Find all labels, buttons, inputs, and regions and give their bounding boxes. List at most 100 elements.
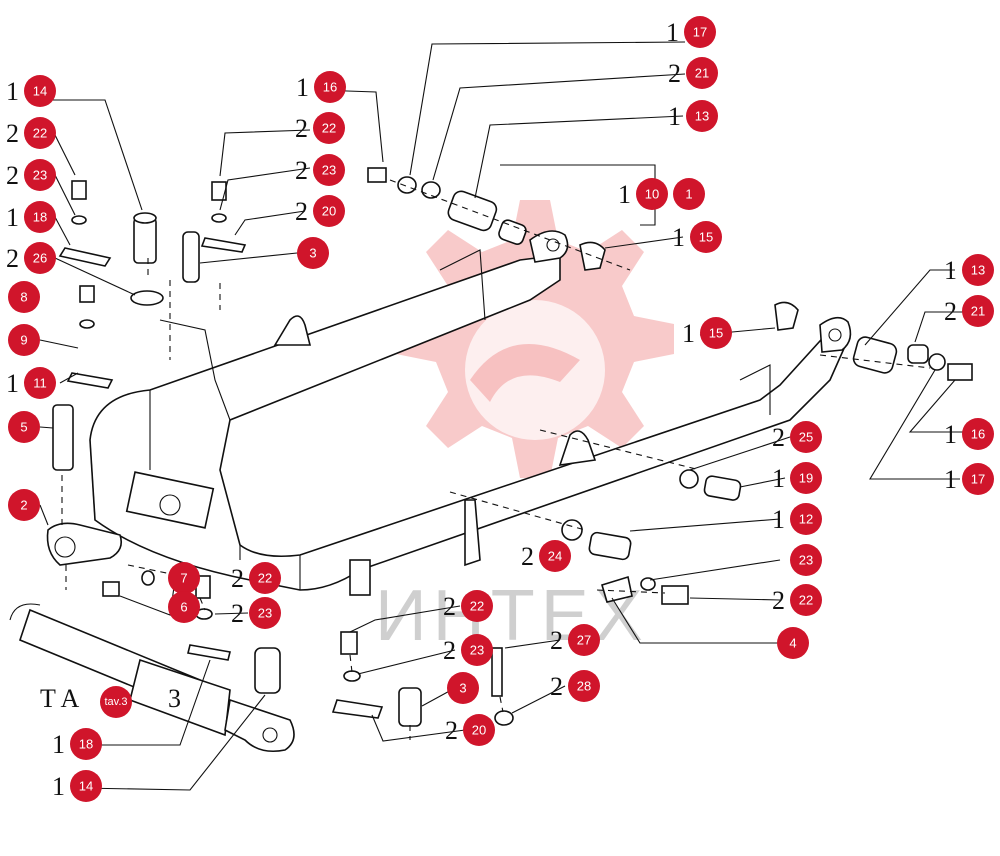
callout-number-c28: 28 — [577, 679, 591, 694]
callout-circle-c20a — [313, 195, 345, 227]
callout-prefix-c13b: 1 — [944, 256, 957, 285]
callout-badge-c15a[interactable]: 15 — [690, 221, 722, 253]
callout-circle-c13b — [962, 254, 994, 286]
callout-number-c4: 4 — [789, 636, 796, 651]
callout-number-c3b: 3 — [459, 681, 466, 696]
callout-badge-c7[interactable]: 7 — [168, 562, 200, 594]
callout-number-c23e: 23 — [470, 643, 484, 658]
callout-badge-c14a[interactable]: 14 — [24, 75, 56, 107]
callout-badge-c23a[interactable]: 23 — [313, 154, 345, 186]
callout-badge-c16b[interactable]: 16 — [962, 418, 994, 450]
callout-badge-c17a[interactable]: 17 — [684, 16, 716, 48]
callout-prefix-c21a: 2 — [668, 59, 681, 88]
callout-badge-c13a[interactable]: 13 — [686, 100, 718, 132]
callout-badge-c14b[interactable]: 14 — [70, 770, 102, 802]
callout-prefix-c22c: 2 — [772, 586, 785, 615]
callout-badge-c16a[interactable]: 16 — [314, 71, 346, 103]
loose-parts — [46, 167, 973, 727]
callout-badge-c12[interactable]: 12 — [790, 503, 822, 535]
callout-badge-c21b[interactable]: 21 — [962, 295, 994, 327]
callout-badge-c15b[interactable]: 15 — [700, 317, 732, 349]
callout-badge-c9[interactable]: 9 — [8, 324, 40, 356]
callout-number-c23d: 23 — [258, 606, 272, 621]
callout-number-c11: 11 — [33, 376, 47, 391]
callout-badge-c22b[interactable]: 22 — [24, 117, 56, 149]
callout-badge-c22e[interactable]: 22 — [461, 590, 493, 622]
table-caption-text: T A — [40, 684, 79, 713]
table-caption-suffix: 3 — [168, 684, 181, 713]
callout-badge-c13b[interactable]: 13 — [962, 254, 994, 286]
callout-badge-c21a[interactable]: 21 — [686, 57, 718, 89]
callout-badge-c26[interactable]: 26 — [24, 242, 56, 274]
callout-number-c18a: 18 — [33, 210, 47, 225]
callout-number-c8: 8 — [20, 290, 27, 305]
callout-number-c23a: 23 — [322, 163, 336, 178]
callout-prefix-c24: 2 — [521, 542, 534, 571]
callout-number-c13b: 13 — [971, 263, 985, 278]
callout-prefix-c25: 2 — [772, 423, 785, 452]
callout-badge-c23d[interactable]: 23 — [249, 597, 281, 629]
drawbar-frame — [89, 230, 852, 596]
callout-badge-c23c[interactable]: 23 — [790, 544, 822, 576]
callout-circle-c2 — [8, 489, 40, 521]
callout-circle-c11 — [24, 367, 56, 399]
callout-number-c23c: 23 — [799, 553, 813, 568]
callout-badge-c25[interactable]: 25 — [790, 421, 822, 453]
callout-badge-c3b[interactable]: 3 — [447, 672, 479, 704]
callout-number-c22d: 22 — [258, 571, 272, 586]
callout-circle-c22d — [249, 562, 281, 594]
callout-number-c16a: 16 — [323, 80, 337, 95]
callout-badge-c17b[interactable]: 17 — [962, 463, 994, 495]
callout-badge-c28[interactable]: 28 — [568, 670, 600, 702]
callout-circle-c14a — [24, 75, 56, 107]
callout-badge-c2[interactable]: 2 — [8, 489, 40, 521]
callout-badge-c18a[interactable]: 18 — [24, 201, 56, 233]
callout-number-c17a: 17 — [693, 25, 707, 40]
callout-circle-c21b — [962, 295, 994, 327]
callout-badge-c8[interactable]: 8 — [8, 281, 40, 313]
hydraulic-cylinder — [9, 603, 295, 753]
callout-badge-c11[interactable]: 11 — [24, 367, 56, 399]
callout-badge-c24[interactable]: 24 — [539, 540, 571, 572]
callout-prefix-c17a: 1 — [666, 18, 679, 47]
callout-badge-c3a[interactable]: 3 — [297, 237, 329, 269]
callout-circle-c4 — [777, 627, 809, 659]
callout-badge-c4[interactable]: 4 — [777, 627, 809, 659]
callout-badge-c5[interactable]: 5 — [8, 411, 40, 443]
callout-badge-c22d[interactable]: 22 — [249, 562, 281, 594]
callout-circle-c23c — [790, 544, 822, 576]
callout-circle-c21a — [686, 57, 718, 89]
callout-circle-c16b — [962, 418, 994, 450]
callout-circle-c25 — [790, 421, 822, 453]
callout-circle-c22a — [313, 112, 345, 144]
callout-circle-c13a — [686, 100, 718, 132]
callout-badge-c22a[interactable]: 22 — [313, 112, 345, 144]
callout-prefix-c18b: 1 — [52, 730, 65, 759]
callout-circle-c12 — [790, 503, 822, 535]
callout-prefix-c27: 2 — [550, 626, 563, 655]
callout-number-c27: 27 — [577, 633, 591, 648]
callout-prefix-c19: 1 — [772, 464, 785, 493]
callout-badge-c27[interactable]: 27 — [568, 624, 600, 656]
callout-number-c14b: 14 — [79, 779, 93, 794]
callout-number-c10: 10 — [645, 187, 659, 202]
callout-prefix-c20a: 2 — [295, 197, 308, 226]
callout-badge-c20b[interactable]: 20 — [463, 714, 495, 746]
callout-badge-c22c[interactable]: 22 — [790, 584, 822, 616]
callout-badge-c23e[interactable]: 23 — [461, 634, 493, 666]
callout-circle-c23d — [249, 597, 281, 629]
callout-number-c22c: 22 — [799, 593, 813, 608]
callout-badge-c18b[interactable]: 18 — [70, 728, 102, 760]
callout-badge-c19[interactable]: 19 — [790, 462, 822, 494]
callout-badge-c20a[interactable]: 20 — [313, 195, 345, 227]
callout-badge-ctav[interactable]: tav.3 — [100, 686, 132, 718]
leader-lines — [39, 41, 965, 791]
callout-number-c23b: 23 — [33, 168, 47, 183]
callout-prefix-c10: 1 — [618, 180, 631, 209]
callout-circle-c17a — [684, 16, 716, 48]
callout-badge-c10[interactable]: 10 — [636, 178, 668, 210]
callout-badge-c1[interactable]: 1 — [673, 178, 705, 210]
callout-badge-c6[interactable]: 6 — [168, 591, 200, 623]
callout-badge-c23b[interactable]: 23 — [24, 159, 56, 191]
callout-number-c13a: 13 — [695, 109, 709, 124]
